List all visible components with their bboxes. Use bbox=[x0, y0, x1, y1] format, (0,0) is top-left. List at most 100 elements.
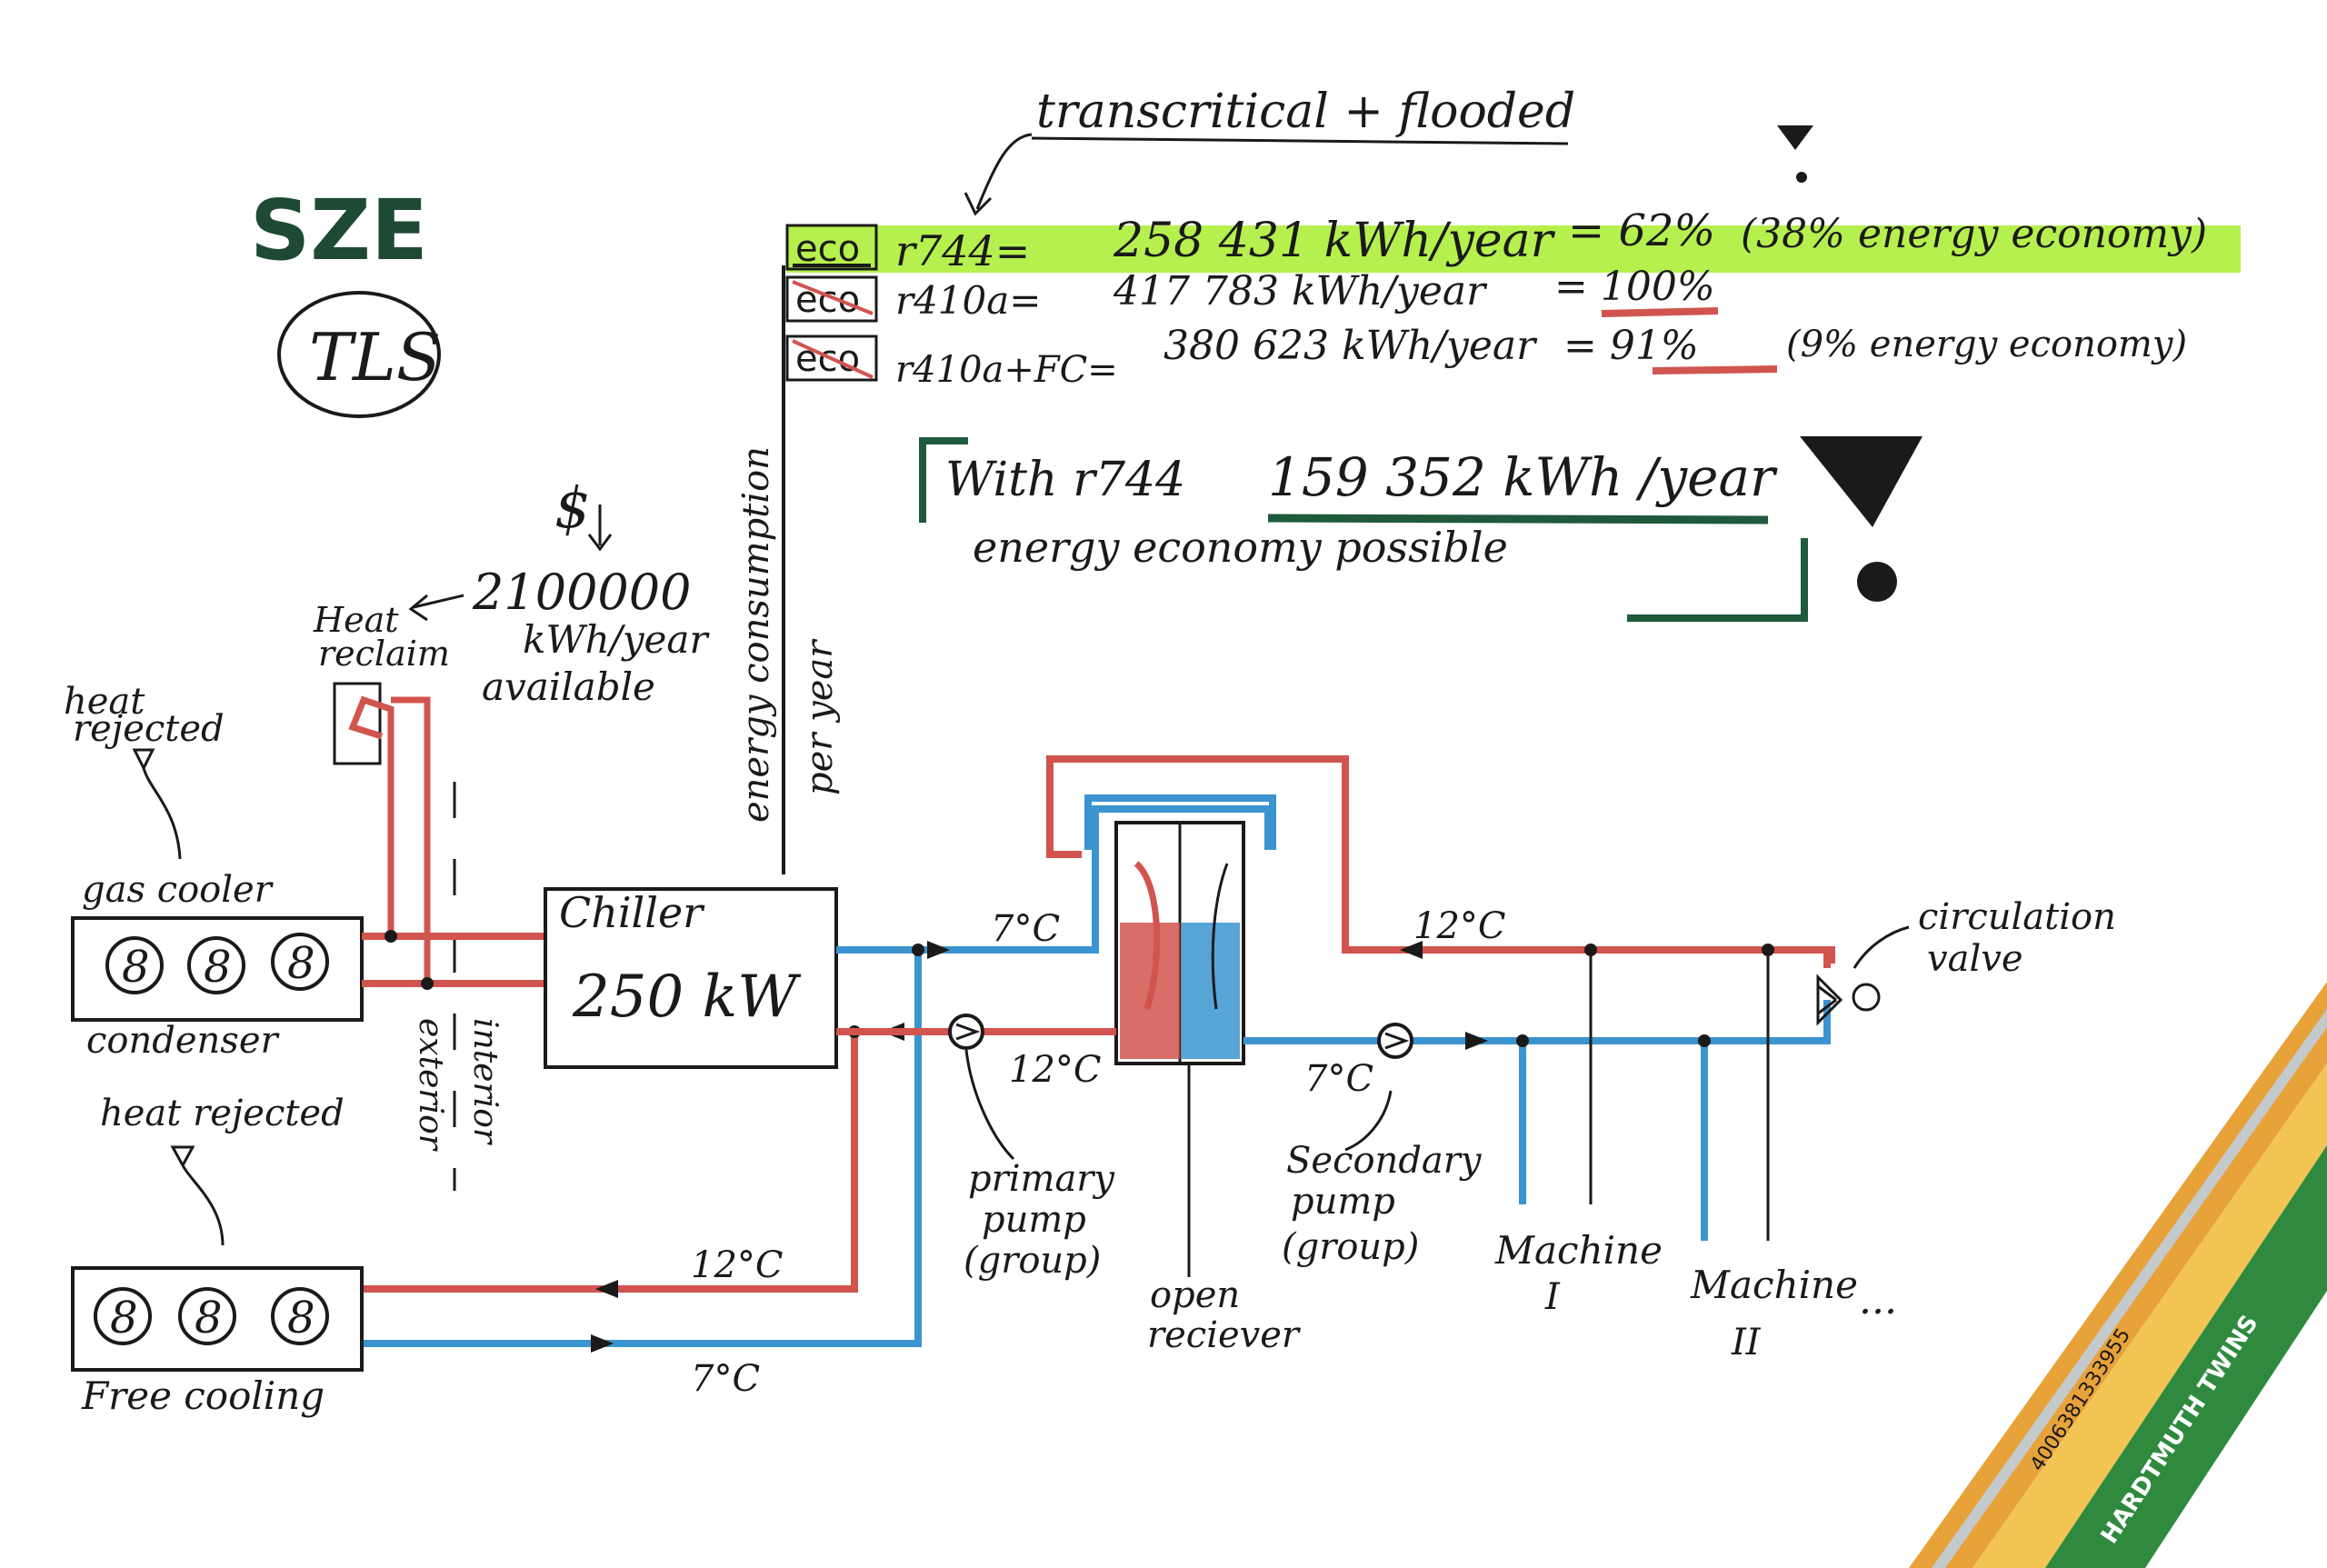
chiller-unit bbox=[544, 887, 838, 1069]
economy-callout: With r744 159 352 kWh /year energy econo… bbox=[919, 437, 1808, 622]
fan-icon bbox=[105, 936, 164, 994]
temp-loop-return: 12°C bbox=[1413, 905, 1506, 947]
receiver-hot-loop bbox=[1046, 755, 1835, 964]
axis-label-energy: energy consumption bbox=[735, 446, 777, 823]
temp-chiller-return: 12°C bbox=[1009, 1049, 1102, 1091]
row-r410a-fc-eq: = 91% bbox=[1563, 323, 1699, 369]
heat-rejected-bottom: heat rejected bbox=[100, 1093, 345, 1134]
machine-2-label: Machine bbox=[1690, 1263, 1858, 1307]
gas-cooler-label: gas cooler bbox=[82, 869, 275, 911]
receiver-cold-fill bbox=[1182, 923, 1240, 1059]
tls-stamp: TLS bbox=[277, 291, 441, 418]
callout-value: 159 352 kWh /year bbox=[1268, 446, 1778, 508]
heat-rejected-top-1: heat bbox=[64, 681, 145, 723]
condenser-label: condenser bbox=[86, 1020, 280, 1062]
machine-1-number: I bbox=[1544, 1276, 1561, 1318]
svg-text:8: 8 bbox=[110, 1293, 138, 1343]
row-r744-value: 258 431 kWh/year bbox=[1113, 214, 1556, 268]
gas-cooler-unit bbox=[71, 916, 364, 1022]
exclamation-small-icon bbox=[1777, 125, 1813, 183]
heat-reclaim-coil bbox=[348, 695, 394, 936]
free-cooling-fans: 8 8 8 bbox=[94, 1287, 329, 1345]
row-r744: r744= 258 431 kWh/year = 62% (38% energy… bbox=[895, 205, 2207, 275]
open-receiver-label-2: reciever bbox=[1147, 1314, 1302, 1356]
machine-1-branch bbox=[1516, 944, 1597, 1204]
pencils: 4006381333955 HARDTMUTH TWINS bbox=[1909, 982, 2327, 1568]
row-r744-label: r744= bbox=[895, 226, 1030, 275]
annotation-arrowhead-icon bbox=[964, 192, 993, 216]
row-r410a-fc: r410a+FC= 380 623 kWh/year = 91% (9% ene… bbox=[895, 323, 2187, 391]
highlight-bar bbox=[786, 225, 2241, 273]
secondary-pump-icon bbox=[1377, 1023, 1413, 1059]
temp-loop-supply: 7°C bbox=[1304, 1058, 1373, 1100]
heat-reclaim-available: available bbox=[482, 664, 655, 709]
svg-text:eco: eco bbox=[795, 228, 860, 270]
underline-91 bbox=[1652, 365, 1778, 375]
secondary-pump-label-2: pump bbox=[1291, 1181, 1395, 1223]
interior-label: interior bbox=[466, 1018, 504, 1145]
gas-cooler-fans: 8 8 8 bbox=[105, 933, 329, 994]
receiver-cold-loop bbox=[1084, 794, 1276, 850]
svg-text:8: 8 bbox=[122, 942, 150, 993]
machine-ellipsis: ... bbox=[1859, 1277, 1897, 1323]
circulation-valve-icon bbox=[1816, 974, 1881, 1026]
dollar-arrow bbox=[587, 504, 613, 552]
heat-rejected-top-arrow-icon bbox=[132, 748, 182, 860]
primary-pump-label-2: pump bbox=[982, 1199, 1086, 1241]
heat-reclaim-unit: kWh/year bbox=[523, 617, 710, 662]
row-r410a-value: 417 783 kWh/year bbox=[1113, 268, 1488, 315]
secondary-pump-label-3: (group) bbox=[1282, 1226, 1419, 1268]
fan-icon bbox=[178, 1287, 236, 1345]
callout-line2: energy economy possible bbox=[973, 523, 1508, 572]
circulation-valve-label-1: circulation bbox=[1918, 896, 2116, 938]
svg-text:8: 8 bbox=[204, 942, 232, 993]
exterior-label: exterior bbox=[412, 1018, 449, 1152]
fan-icon bbox=[271, 933, 329, 991]
tls-label: TLS bbox=[309, 319, 441, 395]
dollar-symbol: $ bbox=[554, 474, 590, 541]
temp-chiller-supply: 7°C bbox=[991, 908, 1060, 950]
fan-icon bbox=[94, 1287, 152, 1345]
machine-2-number: II bbox=[1731, 1322, 1762, 1363]
heat-reclaim-label-2: reclaim bbox=[318, 634, 450, 674]
row-r744-note: (38% energy economy) bbox=[1741, 211, 2207, 257]
primary-pump-icon bbox=[948, 1014, 984, 1050]
heat-reclaim-arrow bbox=[408, 594, 464, 622]
fc-supply-pipe bbox=[364, 950, 922, 1347]
free-cooling-unit bbox=[71, 1266, 364, 1372]
open-receiver-label-1: open bbox=[1150, 1274, 1240, 1316]
badge-eco-1: eco bbox=[785, 224, 878, 271]
circulation-valve-label-2: valve bbox=[1927, 938, 2023, 980]
free-cooling-label: Free cooling bbox=[81, 1373, 325, 1418]
heat-reclaim-value: 2100000 bbox=[472, 564, 692, 621]
row-r410a-fc-label: r410a+FC= bbox=[895, 349, 1118, 391]
annotation-underline bbox=[1031, 136, 1569, 145]
callout-prefix: With r744 bbox=[945, 453, 1185, 507]
chiller-capacity: 250 kW bbox=[572, 964, 802, 1031]
machine-2-branch bbox=[1698, 944, 1774, 1241]
temp-fc-supply: 7°C bbox=[691, 1358, 760, 1400]
exclamation-large-icon bbox=[1800, 436, 1923, 602]
underline-100 bbox=[1601, 307, 1719, 317]
badge-eco-2: eco bbox=[785, 275, 878, 323]
heat-rejected-bottom-arrow-icon bbox=[170, 1145, 225, 1246]
heat-rejected-top-2: rejected bbox=[73, 708, 225, 750]
annotation-arrow bbox=[975, 133, 1033, 210]
row-r410a-label: r410a= bbox=[895, 278, 1041, 323]
badge-eco-3: eco bbox=[785, 335, 878, 382]
callout-underline bbox=[1267, 514, 1769, 524]
row-r410a-fc-value: 380 623 kWh/year bbox=[1164, 323, 1538, 369]
svg-text:8: 8 bbox=[195, 1293, 223, 1343]
fan-icon bbox=[187, 936, 245, 994]
row-r410a-fc-note: (9% energy economy) bbox=[1786, 324, 2187, 365]
primary-pump-label-1: primary bbox=[968, 1158, 1115, 1200]
secondary-pump-label-1: Secondary bbox=[1286, 1140, 1483, 1182]
secondary-supply-pipe bbox=[1243, 1000, 1831, 1044]
heat-reclaim-label-1: Heat bbox=[313, 600, 399, 640]
primary-pump-label-3: (group) bbox=[964, 1240, 1101, 1282]
fc-return-pipe bbox=[364, 1032, 858, 1293]
chiller-supply-pipe bbox=[836, 805, 1272, 954]
axis-label-per-year: per year bbox=[799, 638, 841, 795]
row-r410a-eq: = 100% bbox=[1554, 264, 1715, 310]
